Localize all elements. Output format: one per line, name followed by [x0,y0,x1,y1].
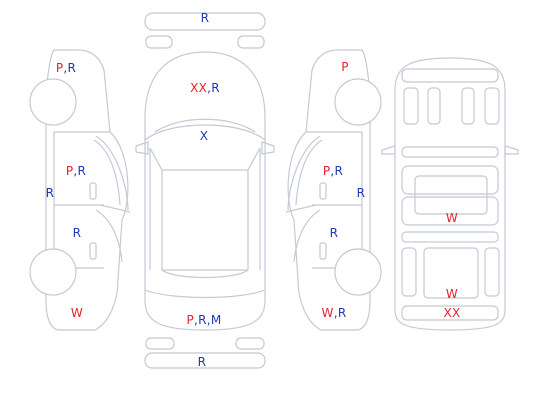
right-front-wheel-code: P [341,60,349,74]
left-front-wheel-code: P,R [56,61,76,75]
rear-bumper-strips [144,337,266,369]
left-rear-door-code: R [72,226,82,240]
code-r: R [334,164,344,178]
code-r: R [67,61,77,75]
code-separator: , [333,306,338,320]
rear-panel-code: P,R,M [186,313,221,327]
code-separator: , [73,164,78,178]
code-separator: , [194,313,199,327]
left-side-view [29,49,131,331]
code-r: R [337,306,347,320]
right-side-view [285,49,382,331]
code-r: R [198,313,207,327]
interior-view [381,57,519,331]
front-bumper-code: R [200,11,210,25]
code-r: R [77,164,87,178]
code-xx: XX [190,81,208,95]
code-p: P [322,164,331,178]
code-separator: , [63,61,68,75]
code-p: P [186,313,194,327]
code-separator: , [206,313,211,327]
code-separator: , [207,81,212,95]
right-rear-door-code: R [329,226,339,240]
left-sill-code: R [45,186,55,200]
right-front-door-code: P,R [323,164,343,178]
interior-middle-code: W [445,211,459,225]
code-p: P [65,164,74,178]
code-separator: , [330,164,335,178]
code-r: R [211,81,220,95]
interior-bottom-code: XX [443,306,461,320]
hood-code: XX,R [190,81,220,95]
code-p: P [55,61,64,75]
right-rear-code: W,R [322,306,347,320]
code-w: W [321,306,334,320]
code-m: M [210,313,222,327]
windshield-code: X [199,129,209,143]
interior-rear-code: W [445,287,459,301]
top-view-body [135,51,275,331]
rear-bumper-code: R [197,355,207,369]
right-sill-code: R [356,186,366,200]
left-rear-code: W [70,306,84,320]
left-front-door-code: P,R [66,164,86,178]
front-bumper-strips [144,12,266,49]
